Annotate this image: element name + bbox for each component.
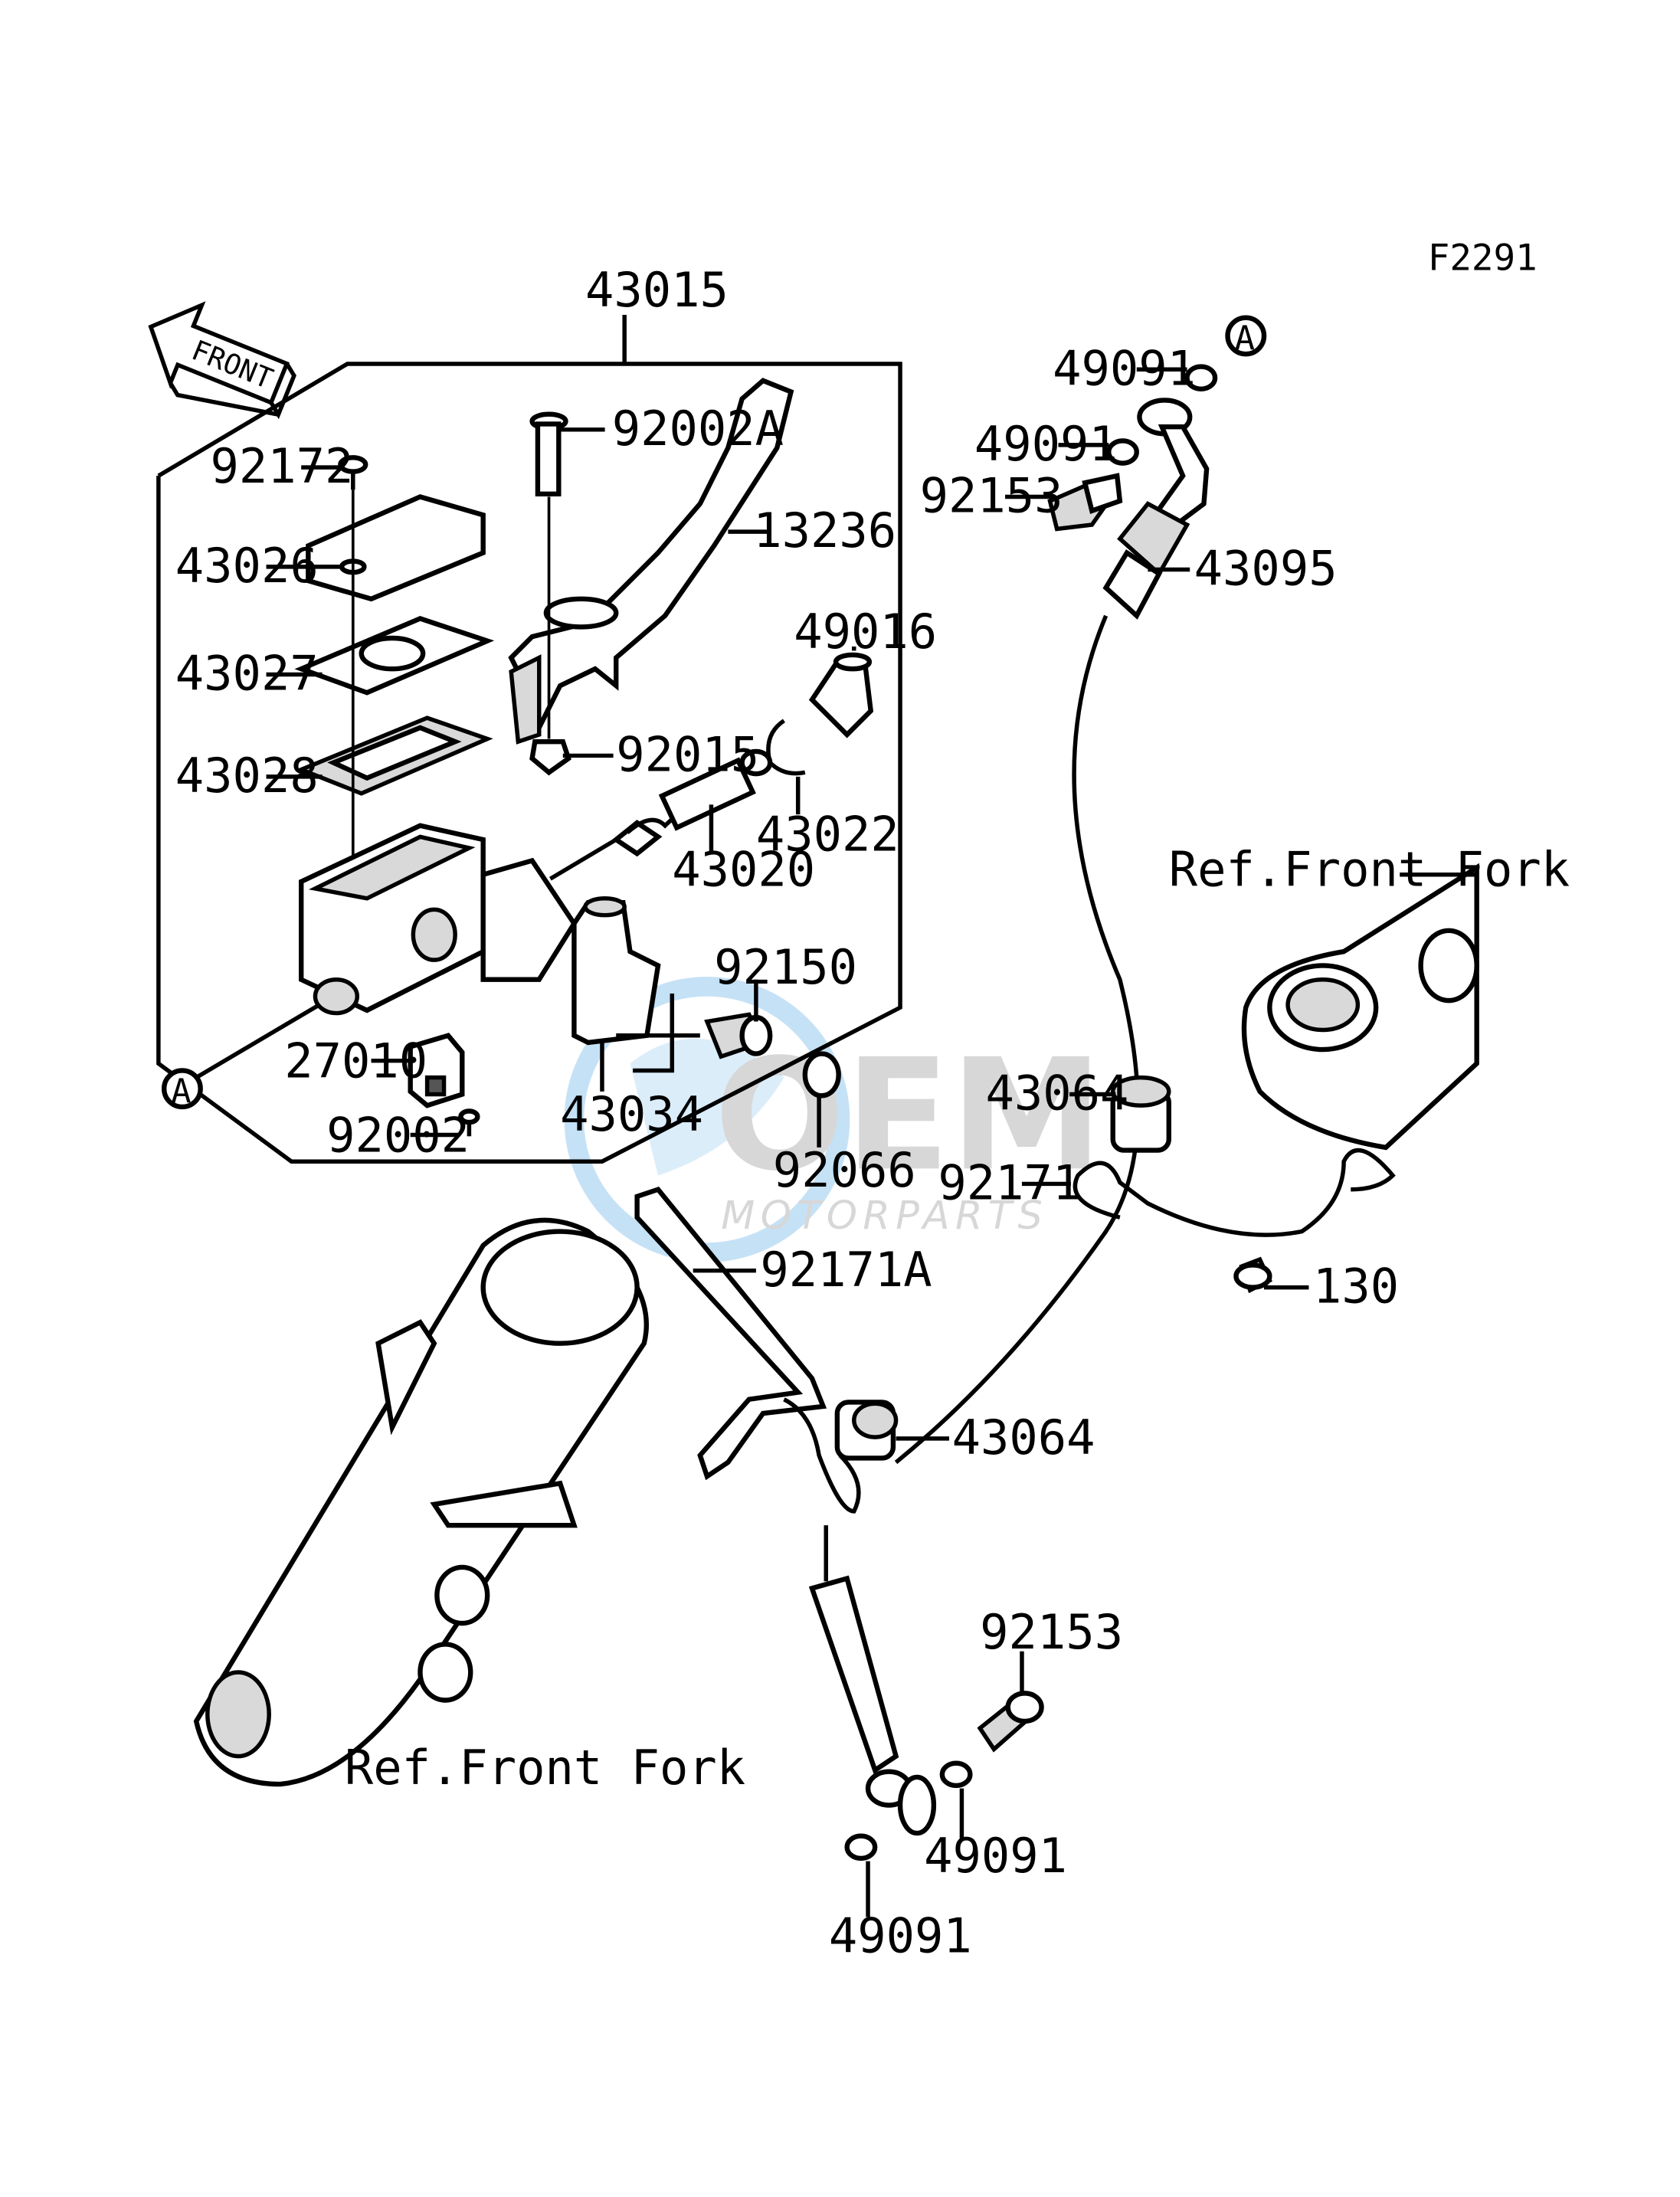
part-label: 92150 [714, 939, 857, 995]
part-label: 43034 [560, 1086, 703, 1142]
ref-a-lower: A [161, 1068, 203, 1111]
cap-screw [338, 455, 368, 490]
part-label: 27010 [284, 1033, 427, 1089]
part-label: 43022 [756, 807, 899, 863]
reservoir-cap [306, 494, 486, 602]
hose-clip [1073, 1148, 1396, 1237]
watermark-brand: OEM [714, 1026, 1103, 1205]
hose-fitting-lower [808, 1575, 937, 1836]
svg-text:A: A [171, 1072, 191, 1111]
part-label: 92002A [612, 401, 784, 457]
part-label: 49016 [794, 604, 937, 660]
hose-guide [634, 1187, 827, 1481]
part-label: 92172 [210, 438, 353, 494]
piston-assembly [611, 748, 773, 857]
figure-code: F2291 [1428, 237, 1538, 280]
fork-tube-left [193, 1217, 649, 1787]
switch-screw [458, 1108, 480, 1137]
part-label: 130 [1313, 1259, 1399, 1315]
part-label: 49091 [974, 416, 1118, 472]
part-label: 49091 [924, 1828, 1067, 1884]
brake-switch [408, 1033, 465, 1108]
bolt-130 [1233, 1256, 1272, 1294]
part-label: 13236 [753, 503, 896, 558]
banjo-bolt-lower [977, 1691, 1044, 1753]
part-label: 92171A [760, 1242, 932, 1298]
washer-lower-1 [844, 1833, 878, 1861]
clamp-bolt [704, 1012, 773, 1059]
part-label: 92153 [980, 1604, 1123, 1660]
watermark-sub: MOTORPARTS [721, 1193, 1048, 1239]
callouts [266, 315, 1309, 1917]
fork-bracket-right [1241, 863, 1479, 1151]
part-label: 92002 [326, 1107, 470, 1163]
pivot-nut [529, 738, 571, 776]
rubber-cap [802, 1051, 841, 1098]
ref-front-fork-right: Ref.Front Fork [1169, 841, 1570, 897]
pivot-bolt [529, 411, 568, 497]
washer-upper-1 [1184, 364, 1218, 392]
clamp [571, 896, 661, 1046]
part-labels: 43015 92002A 92172 13236 43026 43027 490… [175, 262, 1399, 1963]
part-label: 43026 [175, 538, 319, 594]
part-label: 43027 [175, 646, 319, 702]
washer-upper-2 [1106, 438, 1139, 466]
banjo-bolt-upper [1047, 473, 1123, 532]
part-label: 49091 [1053, 340, 1196, 396]
part-label: 92171 [938, 1155, 1081, 1211]
ref-front-fork-left: Ref.Front Fork [345, 1740, 745, 1796]
part-label: 43064 [952, 1410, 1095, 1465]
master-cylinder-body [299, 823, 578, 1016]
ref-a-upper: A [1225, 315, 1267, 359]
washer-lower-2 [939, 1760, 973, 1789]
part-label: 43028 [175, 748, 319, 804]
grommet-upper [1110, 1075, 1171, 1153]
front-arrow-icon: FRONT [148, 301, 296, 420]
part-label: 92153 [920, 468, 1063, 524]
part-label: 43064 [985, 1066, 1128, 1121]
grommet-lower [834, 1400, 899, 1461]
part-label: 43020 [672, 841, 815, 897]
part-label: 49091 [829, 1907, 972, 1963]
part-label: 92066 [773, 1142, 916, 1198]
part-label: 92015 [616, 727, 759, 783]
part-label: 43095 [1194, 541, 1338, 597]
circlip [766, 719, 806, 776]
part-label: 43015 [585, 262, 729, 318]
svg-text:A: A [1235, 319, 1255, 359]
hose-fitting-upper [1102, 398, 1210, 620]
